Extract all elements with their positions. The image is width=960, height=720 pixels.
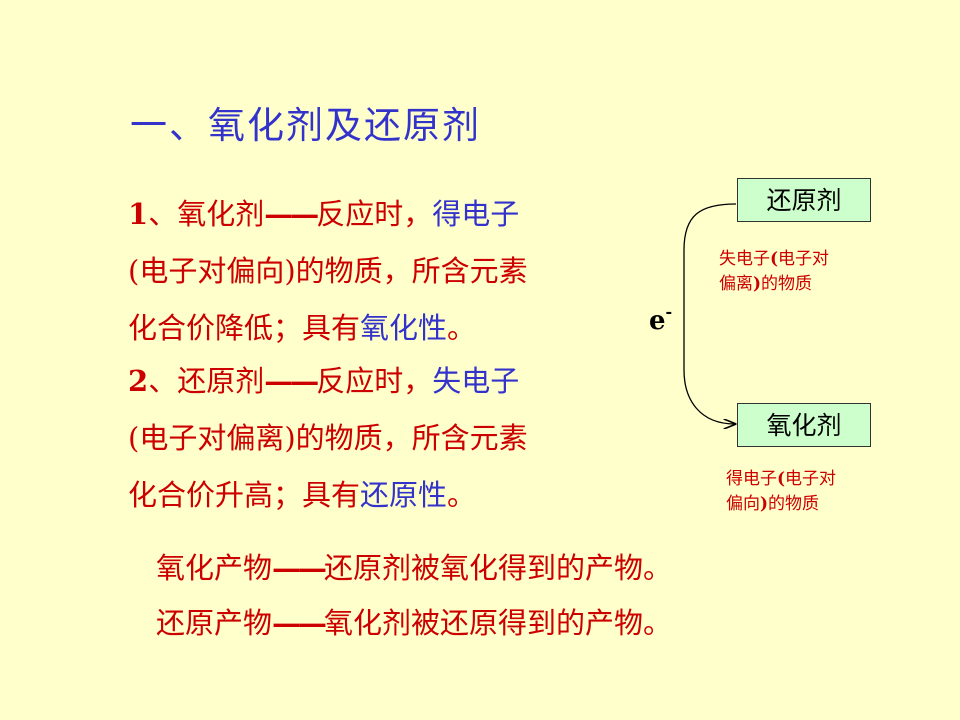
oxidation-product-line: 氧化产物——还原剂被氧化得到的产物。 [156,541,672,596]
oxidizer-box: 氧化剂 [737,403,871,447]
oxidation-product-dash: —— [272,551,327,585]
reducer-box: 还原剂 [737,178,871,222]
reducer-definition: 2、还原剂——反应时，失电子 (电子对偏离)的物质，所含元素 化合价升高；具有还… [128,353,648,524]
oxidizer-def-line-2: (电子对偏向)的物质，所含元素 [128,254,528,288]
oxidizer-def-number: 1 [128,197,149,231]
reducer-def-line-1: 2、还原剂——反应时，失电子 [128,353,648,410]
note-gain-a: 得电子 [726,469,777,489]
reducer-def-line3-end: 。 [447,478,477,512]
note-gain-paren-open: ( [777,469,786,489]
reducer-def-line3-pre: 化合价升高；具有 [128,478,361,512]
reducer-def-line1-rest: 反应时， [316,364,433,398]
oxidizer-def-line-1: 1、氧化剂——反应时，得电子 [128,186,648,243]
reduction-product-desc: 氧化剂被还原得到的产物。 [324,606,673,640]
electron-label: e- [649,302,672,336]
reducer-def-lose-electrons: 失电子 [432,364,520,398]
note-lose-c: 电子对 [778,249,830,269]
oxidizer-def-oxidizing-property: 氧化性 [360,311,448,345]
oxidizer-def-gain-electrons: 得电子 [432,197,520,231]
page-title: 一、氧化剂及还原剂 [130,104,481,147]
reducer-def-number: 2 [128,364,149,398]
reducer-def-line-3: 化合价升高；具有还原性。 [128,467,648,524]
oxidizer-definition: 1、氧化剂——反应时，得电子 (电子对偏向)的物质，所含元素 化合价降低；具有氧… [128,186,648,357]
electron-symbol: e [649,306,666,336]
note-lose-a: 失电子 [719,249,770,269]
oxidation-product-term: 氧化产物 [156,551,273,585]
note-gain-paren-close: ) [760,494,769,514]
lose-electrons-note: 失电子(电子对偏离)的物质 [719,247,889,297]
oxidizer-def-dash: —— [264,197,319,231]
reducer-def-dash: —— [264,364,319,398]
electron-charge: - [665,302,673,321]
oxidizer-def-term: 、氧化剂 [148,197,265,231]
oxidation-product-desc: 还原剂被氧化得到的产物。 [324,551,673,585]
oxidizer-def-line3-pre: 化合价降低；具有 [128,311,361,345]
note-lose-d: 偏离 [719,274,753,294]
reduction-product-term: 还原产物 [156,606,273,640]
note-lose-f: 的物质 [761,274,813,294]
note-lose-paren-open: ( [770,249,779,269]
oxidizer-def-line3-end: 。 [447,311,477,345]
reducer-def-term: 、还原剂 [148,364,265,398]
reducer-def-line-2: (电子对偏离)的物质，所含元素 [128,421,528,455]
note-lose-paren-close: ) [753,274,762,294]
reduction-product-dash: —— [272,606,327,640]
gain-electrons-note: 得电子(电子对偏向)的物质 [726,467,896,517]
note-gain-f: 的物质 [768,494,820,514]
reduction-product-line: 还原产物——氧化剂被还原得到的产物。 [156,596,672,651]
reducer-def-reducing-property: 还原性 [360,478,448,512]
products-definitions: 氧化产物——还原剂被氧化得到的产物。 还原产物——氧化剂被还原得到的产物。 [156,541,672,651]
note-gain-d: 偏向 [726,494,760,514]
note-gain-c: 电子对 [785,469,837,489]
oxidizer-def-line-3: 化合价降低；具有氧化性。 [128,300,648,357]
oxidizer-def-line1-rest: 反应时， [316,197,433,231]
